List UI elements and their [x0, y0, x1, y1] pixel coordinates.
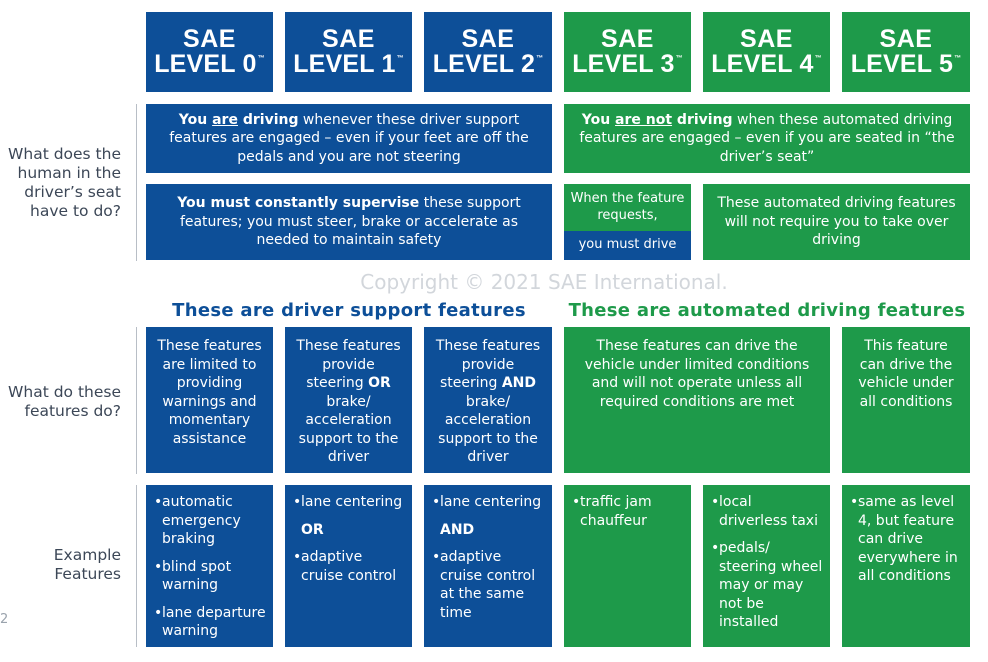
- examples-level-3: •traffic jam chauffeur: [564, 485, 691, 647]
- header-sae: SAE: [322, 25, 375, 53]
- no-takeover-statement: These automated driving features will no…: [703, 184, 970, 260]
- list-item: •same as level 4, but feature can drive …: [850, 494, 958, 584]
- supervise-statement: You must constantly supervise these supp…: [146, 184, 552, 260]
- header-level-label: LEVEL 3: [572, 50, 675, 78]
- header-level-4: SAE LEVEL 4™: [703, 12, 830, 92]
- header-level-label: LEVEL 0: [154, 50, 257, 78]
- examples-level-0: •automatic emergency braking •blind spot…: [146, 485, 273, 647]
- header-level-2: SAE LEVEL 2™: [424, 12, 552, 92]
- trademark: ™: [396, 55, 404, 62]
- list-item: •pedals/ steering wheel may or may not b…: [711, 540, 823, 630]
- header-sae: SAE: [601, 25, 654, 53]
- examples-level-5: •same as level 4, but feature can drive …: [842, 485, 970, 647]
- header-level-1: SAE LEVEL 1™: [285, 12, 412, 92]
- list-item: •adaptive cruise control: [293, 549, 397, 584]
- row-divider-bar: [136, 485, 137, 647]
- trademark: ™: [814, 55, 822, 62]
- row-divider-bar: [136, 104, 137, 261]
- examples-level-2: •lane centering AND •adaptive cruise con…: [424, 485, 552, 647]
- level3-request-statement: When the feature requests,: [564, 184, 691, 231]
- features-level-1: These features provide steering OR brake…: [285, 327, 412, 473]
- header-sae: SAE: [879, 25, 933, 53]
- list-item: •lane departure warning: [154, 604, 266, 640]
- row-label-examples: Example Features: [53, 546, 121, 583]
- header-sae: SAE: [461, 25, 515, 53]
- connector-or: OR: [301, 521, 324, 538]
- trademark: ™: [675, 55, 683, 62]
- copyright-watermark: Copyright © 2021 SAE International.: [360, 270, 728, 294]
- list-item: •adaptive cruise control at the same tim…: [432, 549, 536, 621]
- row-label-features: What do these features do?: [8, 383, 121, 420]
- header-level-label: LEVEL 1: [293, 50, 396, 78]
- list-item: •local driverless taxi: [711, 494, 818, 529]
- header-level-label: LEVEL 4: [711, 50, 814, 78]
- trademark: ™: [954, 55, 962, 62]
- features-level-0: These features are limited to providing …: [146, 327, 273, 473]
- features-level-5: This feature can drive the vehicle under…: [842, 327, 970, 473]
- list-item: •traffic jam chauffeur: [572, 494, 652, 529]
- header-level-3: SAE LEVEL 3™: [564, 12, 691, 92]
- driving-statement-support: You are driving whenever these driver su…: [146, 104, 552, 173]
- examples-level-1: •lane centering OR •adaptive cruise cont…: [285, 485, 412, 647]
- trademark: ™: [257, 55, 265, 62]
- row-label-human: What does the human in the driver’s seat…: [8, 145, 121, 220]
- level3-must-drive: you must drive: [564, 231, 691, 260]
- corner-fragment: 2: [0, 612, 9, 627]
- list-item: •automatic emergency braking: [154, 494, 241, 547]
- examples-level-4: •local driverless taxi •pedals/ steering…: [703, 485, 830, 647]
- trademark: ™: [536, 55, 544, 62]
- row-divider-bar: [136, 327, 137, 474]
- section-title-automated: These are automated driving features: [568, 300, 966, 321]
- list-item: •lane centering: [293, 494, 403, 510]
- header-sae: SAE: [740, 25, 793, 53]
- header-level-0: SAE LEVEL 0™: [146, 12, 273, 92]
- driving-statement-automated: You are not driving when these automated…: [564, 104, 970, 173]
- header-level-label: LEVEL 2: [432, 50, 536, 78]
- features-level-2: These features provide steering AND brak…: [424, 327, 552, 473]
- list-item: •blind spot warning: [154, 558, 232, 594]
- connector-and: AND: [440, 521, 475, 538]
- section-title-support: These are driver support features: [172, 300, 526, 321]
- list-item: •lane centering: [432, 494, 542, 510]
- header-level-5: SAE LEVEL 5™: [842, 12, 970, 92]
- header-sae: SAE: [183, 25, 236, 53]
- header-level-label: LEVEL 5: [850, 50, 954, 78]
- features-level-3-4: These features can drive the vehicle und…: [564, 327, 830, 473]
